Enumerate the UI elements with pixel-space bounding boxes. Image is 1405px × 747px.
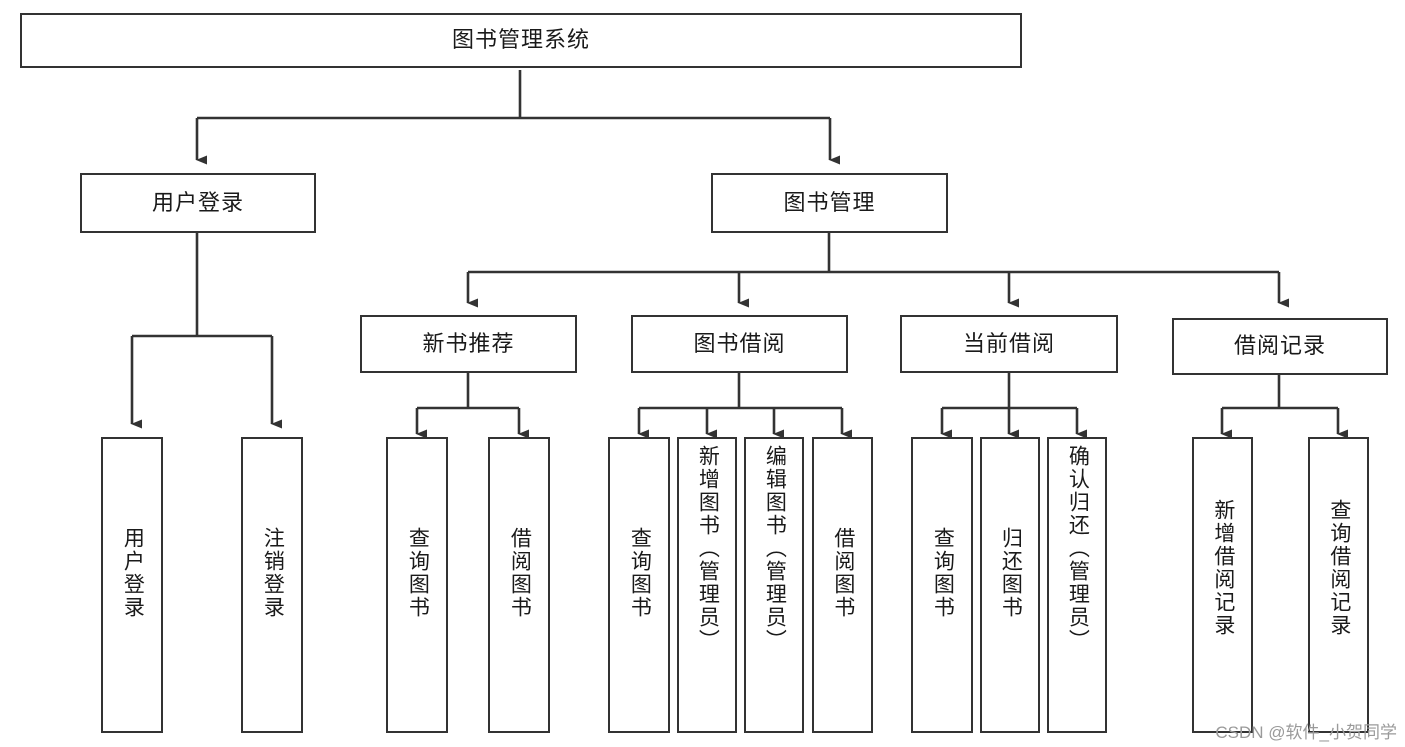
leaf-logout[interactable]: 注销登录 [241, 437, 303, 733]
node-user-login[interactable]: 用户登录 [80, 173, 316, 233]
node-borrow-records[interactable]: 借阅记录 [1172, 318, 1388, 375]
node-label: 查询借阅记录 [1327, 499, 1351, 637]
leaf-bo-edit-book-admin[interactable]: 编辑图书（管理员） [744, 437, 804, 733]
node-label: 新书推荐 [422, 330, 515, 356]
node-new-book-recommend[interactable]: 新书推荐 [360, 315, 577, 373]
leaf-cu-query-book[interactable]: 查询图书 [911, 437, 973, 733]
leaf-bo-add-book-admin[interactable]: 新增图书（管理员） [677, 437, 737, 733]
node-label: 借阅图书 [508, 527, 532, 619]
leaf-re-query-record[interactable]: 查询借阅记录 [1308, 437, 1369, 733]
leaf-user-login[interactable]: 用户登录 [101, 437, 163, 733]
node-label: 新增图书（管理员） [696, 445, 720, 652]
node-label: 注销登录 [261, 527, 285, 619]
leaf-nb-borrow-book[interactable]: 借阅图书 [488, 437, 550, 733]
leaf-bo-query-book[interactable]: 查询图书 [608, 437, 670, 733]
node-label: 借阅图书 [831, 527, 855, 619]
leaf-bo-borrow-book[interactable]: 借阅图书 [812, 437, 873, 733]
node-label: 查询图书 [628, 527, 652, 619]
node-current-borrow[interactable]: 当前借阅 [900, 315, 1118, 373]
node-label: 用户登录 [121, 527, 145, 619]
node-label: 借阅记录 [1233, 333, 1326, 359]
node-label: 编辑图书（管理员） [763, 445, 787, 652]
watermark-text: CSDN @软件_小贺同学 [1215, 723, 1397, 742]
leaf-re-add-record[interactable]: 新增借阅记录 [1192, 437, 1253, 733]
leaf-cu-confirm-return-admin[interactable]: 确认归还（管理员） [1047, 437, 1107, 733]
node-book-management[interactable]: 图书管理 [711, 173, 948, 233]
node-label: 查询图书 [931, 527, 955, 619]
node-label: 归还图书 [999, 527, 1023, 619]
node-label: 当前借阅 [962, 330, 1055, 356]
node-label: 图书管理 [783, 189, 876, 215]
node-label: 查询图书 [406, 527, 430, 619]
node-root-system[interactable]: 图书管理系统 [20, 13, 1022, 68]
leaf-cu-return-book[interactable]: 归还图书 [980, 437, 1040, 733]
node-label: 图书借阅 [693, 330, 786, 356]
node-label: 用户登录 [151, 189, 244, 215]
node-label: 新增借阅记录 [1211, 499, 1235, 637]
node-label: 确认归还（管理员） [1066, 445, 1090, 652]
leaf-nb-query-book[interactable]: 查询图书 [386, 437, 448, 733]
node-book-borrow[interactable]: 图书借阅 [631, 315, 848, 373]
node-label: 图书管理系统 [451, 27, 590, 53]
